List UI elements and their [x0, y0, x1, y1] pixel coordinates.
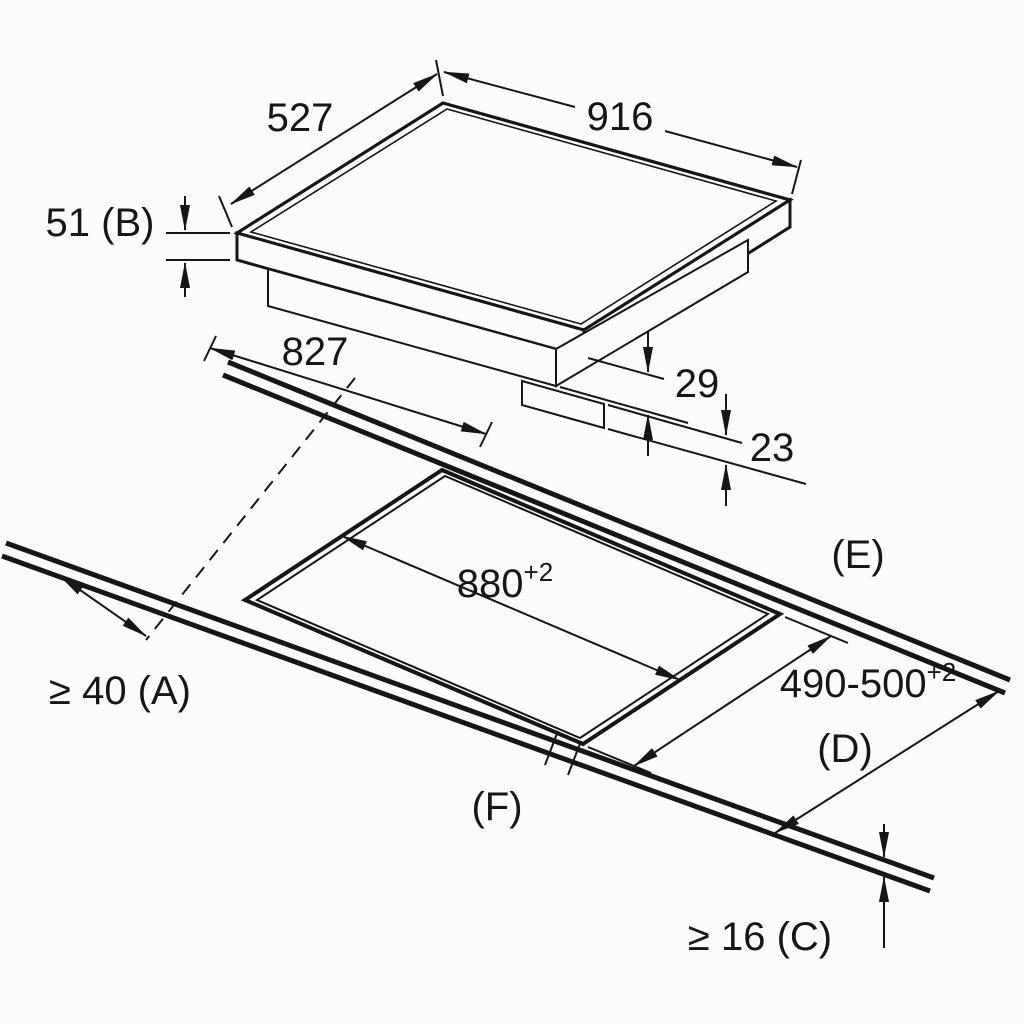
worktop-back-edge-outer [227, 359, 1011, 683]
dim-23: 23 [607, 394, 807, 506]
dim-51b-label: 51 (B) [46, 201, 155, 245]
dim-880-value: 880 [457, 562, 524, 606]
dim-490-500: 490-500+2 [587, 616, 956, 774]
dim-827-line [209, 347, 487, 435]
dim-916: 916 [435, 59, 802, 195]
ref-f-tick-a [544, 730, 559, 766]
dim-490-value: 490-500 [780, 662, 927, 706]
dim-40a-line [59, 575, 147, 637]
ref-f-tick-b [567, 740, 582, 776]
ref-e-label: (E) [831, 533, 884, 577]
dim-827-ext-right [479, 421, 493, 448]
worktop-front-edge-inner [1, 553, 931, 894]
worktop-back-edge-inner [222, 372, 1006, 696]
ref-f-label: (F) [471, 785, 522, 829]
dim-880-line [341, 535, 681, 681]
dim-40a-label: ≥ 40 (A) [49, 669, 191, 713]
dim-880: 880+2 [341, 535, 681, 681]
dim-880-tolerance: +2 [524, 557, 554, 587]
dim-40a: ≥ 40 (A) [49, 575, 191, 713]
dim-490-label: 490-500+2 [780, 657, 956, 706]
hob-junction-box [521, 379, 605, 430]
dim-916-ext-left [435, 59, 444, 97]
cutout-outline-outer [240, 467, 785, 747]
dim-916-line-b [664, 130, 798, 168]
dim-490-ext-top [784, 616, 849, 644]
dim-29-label: 29 [675, 362, 720, 406]
dim-827-label: 827 [282, 330, 349, 374]
dim-527: 527 [218, 73, 438, 228]
dim-880-label: 880+2 [457, 557, 553, 606]
dim-916-line-a [443, 71, 576, 108]
dim-29-ext-bottom [559, 386, 689, 424]
dim-23-label: 23 [750, 426, 795, 470]
dim-916-label: 916 [587, 95, 654, 139]
ref-labels: (E) (D) (F) [471, 533, 1000, 834]
dim-527-ext-left [218, 195, 233, 228]
dim-29-ext-top [587, 357, 665, 380]
dim-827: 827 [203, 330, 493, 448]
dim-29: 29 [559, 331, 720, 456]
dim-490-tolerance: +2 [927, 657, 957, 687]
dim-23-ext-bottom [607, 428, 807, 485]
ref-d-arrow [774, 690, 1000, 834]
cutout-outline-inner [254, 474, 771, 740]
dim-527-line [230, 73, 438, 205]
dim-527-label: 527 [267, 96, 334, 140]
ref-d-label: (D) [817, 727, 873, 771]
dim-916-ext-right [791, 159, 802, 195]
dim-51b: 51 (B) [46, 196, 230, 297]
dim-23-ext-top [607, 404, 743, 444]
dim-490-line [633, 635, 832, 767]
dim-490-ext-bottom [587, 746, 652, 774]
dim-16c: ≥ 16 (C) [688, 824, 889, 959]
hob-base-face-right [555, 238, 749, 388]
dim-16c-label: ≥ 16 (C) [688, 915, 832, 959]
